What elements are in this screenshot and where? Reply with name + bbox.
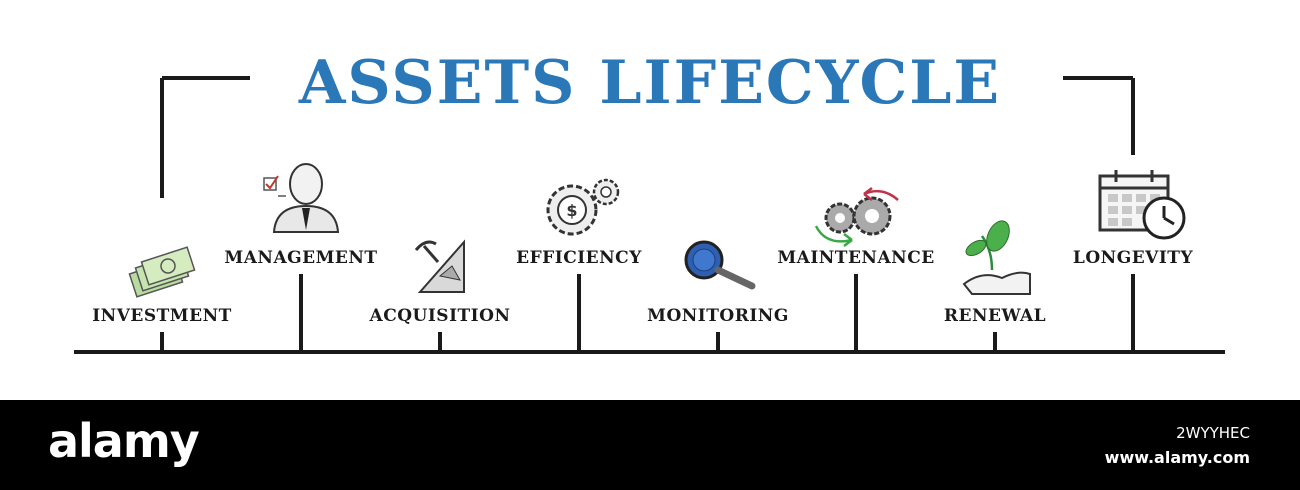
gears-dollar-icon: $ [546, 178, 620, 236]
step-label-acquisition: ACQUISITION [369, 306, 511, 326]
watermark-footer: alamy 2WYYHEC www.alamy.com [0, 400, 1300, 490]
diagram-title: ASSETS LIFECYCLE [298, 48, 1002, 118]
svg-text:$: $ [566, 201, 577, 220]
money-icon [128, 246, 196, 298]
step-label-investment: INVESTMENT [92, 306, 232, 326]
step-label-efficiency: EFFICIENCY [516, 248, 642, 268]
magnifier-icon [684, 240, 756, 290]
step-label-renewal: RENEWAL [943, 306, 1047, 326]
step-label-maintenance: MAINTENANCE [777, 248, 935, 268]
timeline-lines: $ [74, 76, 1225, 354]
diagram: $ [74, 48, 1225, 354]
alamy-url[interactable]: www.alamy.com [1104, 448, 1250, 467]
step-label-management: MANAGEMENT [224, 248, 378, 268]
manager-icon [263, 163, 340, 233]
step-label-longevity: LONGEVITY [1072, 248, 1194, 268]
gears-cycle-icon [814, 187, 899, 247]
plant-hand-icon [962, 220, 1031, 295]
alamy-logo[interactable]: alamy [48, 414, 200, 468]
calendar-clock-icon [1098, 170, 1186, 240]
image-code: 2WYYHEC [1176, 424, 1250, 442]
step-label-monitoring: MONITORING [647, 306, 789, 326]
mining-icon [414, 239, 465, 293]
